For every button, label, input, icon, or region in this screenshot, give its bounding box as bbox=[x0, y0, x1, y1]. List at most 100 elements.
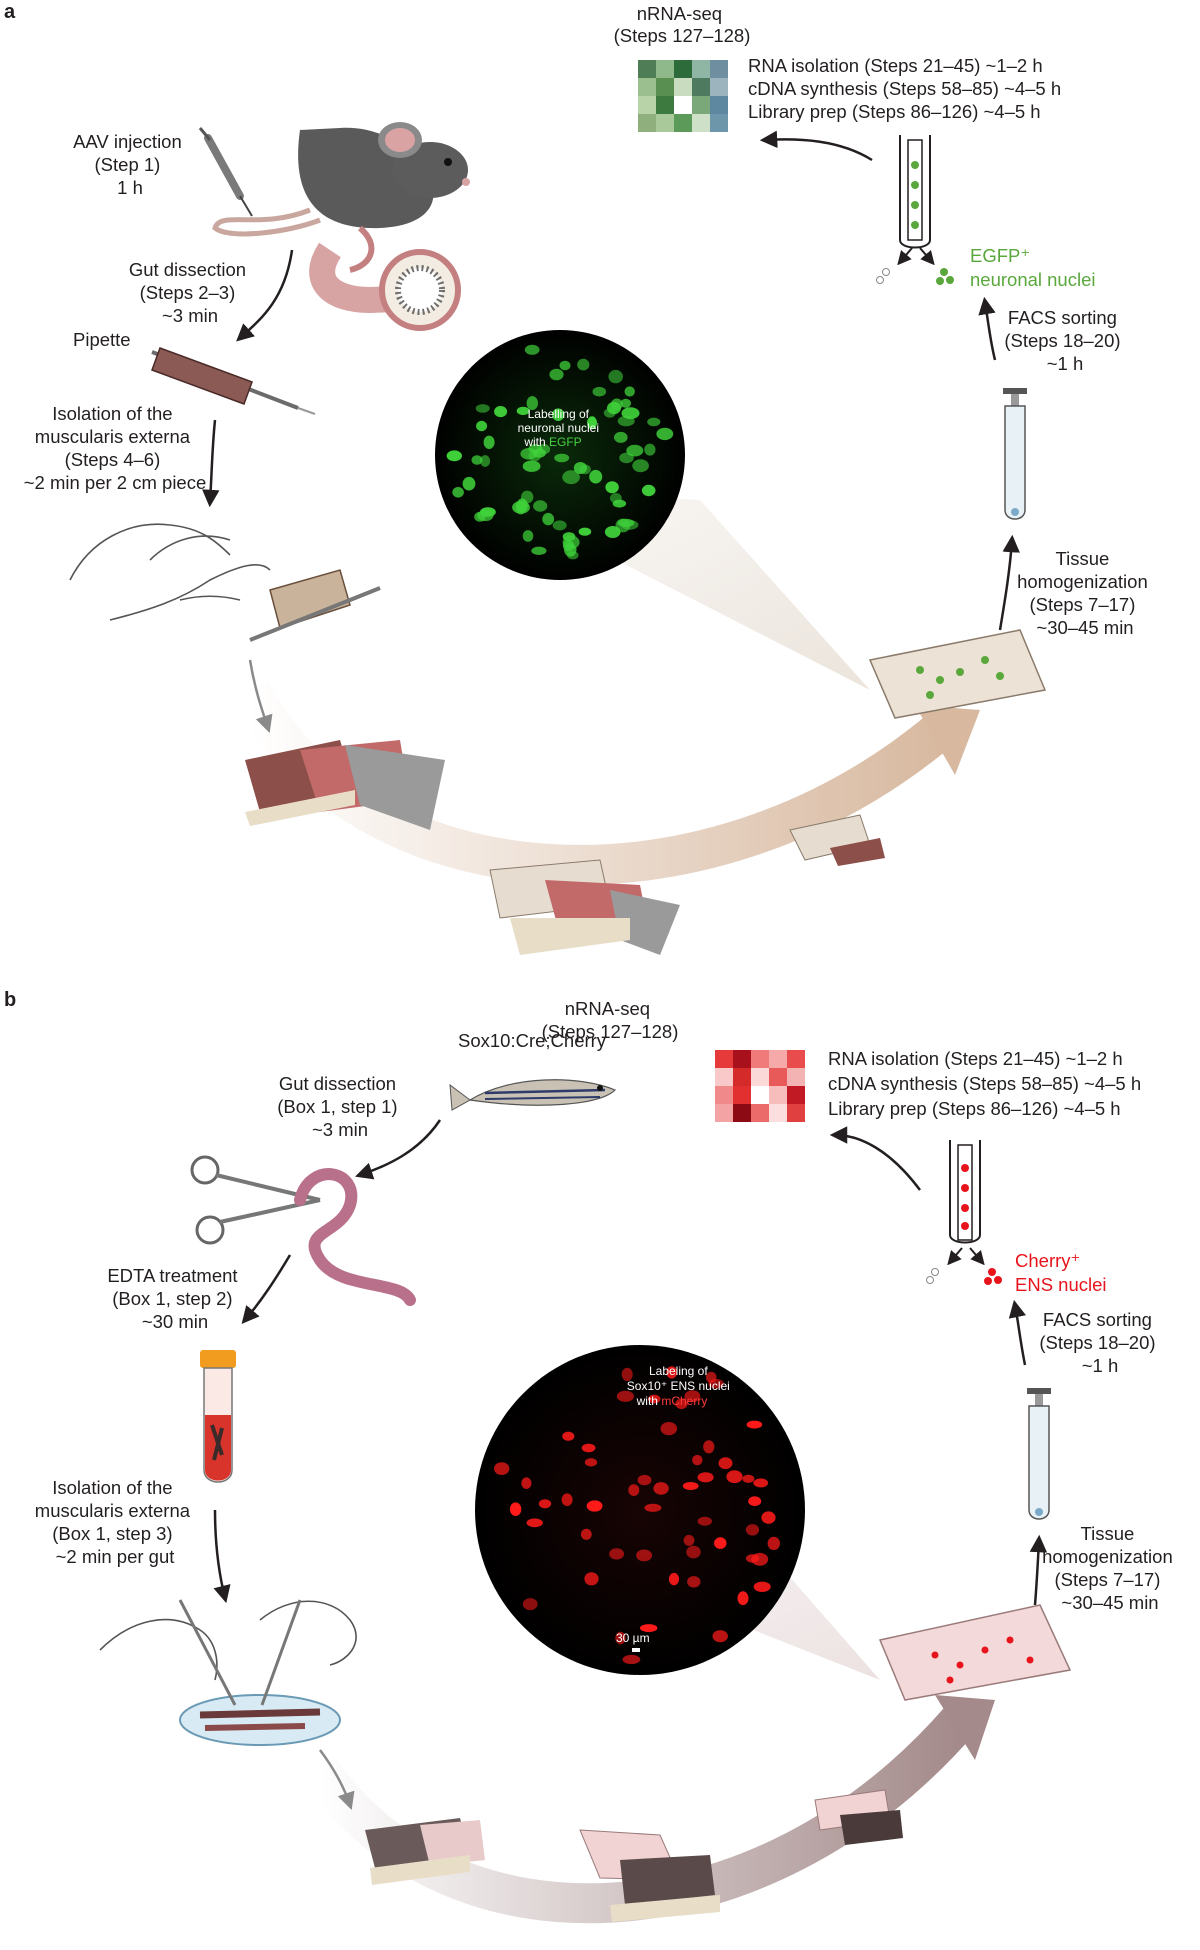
nucleus-cell bbox=[524, 344, 540, 355]
panel-a-tissue-layer-3 bbox=[789, 814, 885, 866]
heatmap-cell bbox=[638, 114, 656, 132]
nucleus-cell bbox=[494, 406, 508, 418]
panel-b-micrograph-label: Labeling of Sox10⁺ ENS nuclei with mCher… bbox=[627, 1364, 733, 1408]
nucleus-cell bbox=[692, 1454, 703, 1466]
heatmap-cell bbox=[787, 1086, 805, 1104]
edta-tube-icon bbox=[200, 1350, 236, 1483]
heatmap-cell bbox=[692, 78, 710, 96]
panel-a-isolation: Isolation of the muscularis externa (Ste… bbox=[24, 403, 207, 493]
panel-b-fish-label: Sox10:Cre;Cherry bbox=[458, 1030, 607, 1051]
nucleus-cell bbox=[579, 464, 591, 475]
nucleus-cell bbox=[686, 1545, 701, 1559]
nucleus-cell bbox=[683, 1534, 695, 1546]
heatmap-cell bbox=[715, 1104, 733, 1122]
heatmap-cell bbox=[638, 96, 656, 114]
panel-b-facs-sorting: FACS sorting (Steps 18–20) ~1 h bbox=[1039, 1309, 1160, 1376]
panel-a-tissue-layer-1 bbox=[245, 740, 445, 830]
nucleus-cell bbox=[726, 1470, 743, 1484]
mouse-icon bbox=[212, 122, 470, 273]
nucleus-cell bbox=[559, 360, 571, 371]
panel-b-isolation: Isolation of the muscularis externa (Box… bbox=[35, 1477, 195, 1567]
nucleus-cell bbox=[637, 1474, 652, 1486]
nucleus-cell bbox=[474, 511, 486, 522]
heatmap-cell bbox=[710, 114, 728, 132]
nucleus-cell bbox=[753, 1478, 769, 1488]
nucleus-cell bbox=[578, 527, 592, 536]
nucleus-cell bbox=[528, 444, 543, 454]
nucleus-cell bbox=[641, 484, 656, 497]
panel-b-rna-steps: RNA isolation (Steps 21–45) ~1–2 h cDNA … bbox=[828, 1048, 1146, 1119]
panel-a-pipette-label: Pipette bbox=[73, 329, 131, 350]
nucleus-cell bbox=[705, 1371, 717, 1383]
panel-b-arrow-dish-to-arc bbox=[318, 1749, 355, 1810]
zebrafish-gut-icon bbox=[294, 1168, 416, 1306]
nucleus-cell bbox=[562, 535, 580, 550]
tissue-strip-icon bbox=[249, 569, 381, 642]
panel-a-arrow-hand-to-arc bbox=[248, 659, 273, 733]
nucleus-cell bbox=[526, 396, 538, 411]
nucleus-cell bbox=[446, 450, 462, 462]
nucleus-cell bbox=[476, 420, 488, 432]
heatmap-cell bbox=[674, 60, 692, 78]
panel-a-rnaseq-title: nRNA-seq (Steps 127–128) bbox=[614, 3, 751, 46]
pipette-icon bbox=[151, 347, 316, 415]
panel-a-arrow-to-tube bbox=[998, 534, 1020, 631]
panel-a-homogenized-tissue bbox=[868, 629, 1047, 719]
nucleus-cell bbox=[682, 1482, 699, 1490]
nucleus-cell bbox=[483, 435, 495, 449]
nucleus-cell bbox=[533, 500, 548, 512]
panel-b-letter: b bbox=[4, 989, 16, 1011]
heatmap-cell bbox=[769, 1050, 787, 1068]
nucleus-cell bbox=[614, 431, 628, 443]
nucleus-cell bbox=[538, 1499, 552, 1509]
heatmap-cell bbox=[674, 96, 692, 114]
heatmap-cell bbox=[656, 60, 674, 78]
nucleus-cell bbox=[666, 1366, 678, 1379]
nucleus-cell bbox=[589, 469, 603, 484]
heatmap-cell bbox=[769, 1068, 787, 1086]
heatmap-cell bbox=[769, 1086, 787, 1104]
heatmap-cell bbox=[674, 78, 692, 96]
nucleus-cell bbox=[624, 386, 635, 397]
heatmap-cell bbox=[751, 1050, 769, 1068]
nucleus-cell bbox=[737, 1591, 749, 1606]
heatmap-cell bbox=[787, 1050, 805, 1068]
heatmap-cell bbox=[715, 1086, 733, 1104]
panel-a-facs-sorting: FACS sorting (Steps 18–20) ~1 h bbox=[1004, 307, 1125, 374]
nucleus-cell bbox=[647, 417, 661, 427]
panel-b-tissue-layer-2 bbox=[579, 1829, 720, 1922]
panel-a-micrograph-label: Labelling of neuronal nuclei with EGFP bbox=[518, 407, 603, 449]
panel-b-arc-head bbox=[935, 1695, 995, 1760]
panel-b-scale-bar-label: 30 µm bbox=[616, 1631, 650, 1645]
syringe-icon bbox=[198, 127, 253, 217]
nucleus-cell bbox=[542, 512, 555, 526]
nucleus-cell bbox=[636, 1549, 653, 1562]
panel-b-arrow-to-tube bbox=[1029, 1534, 1048, 1606]
panel-b-sorter-icon bbox=[926, 1140, 1002, 1285]
heatmap-cell bbox=[710, 78, 728, 96]
nucleus-cell bbox=[626, 444, 644, 457]
nucleus-cell bbox=[745, 1524, 760, 1536]
nucleus-cell bbox=[605, 481, 619, 494]
nucleus-cell bbox=[653, 1482, 669, 1495]
panel-b-heatmap bbox=[715, 1050, 805, 1122]
nucleus-cell bbox=[509, 1502, 522, 1516]
nucleus-cell bbox=[748, 1496, 762, 1507]
nucleus-cell bbox=[552, 408, 565, 422]
nucleus-cell bbox=[562, 1431, 575, 1441]
zebrafish-icon bbox=[449, 1079, 617, 1111]
heatmap-cell bbox=[656, 114, 674, 132]
heatmap-cell bbox=[751, 1104, 769, 1122]
panel-b-tissue-layer-1 bbox=[365, 1818, 485, 1885]
gut-roll-icon bbox=[309, 242, 461, 331]
heatmap-cell bbox=[733, 1104, 751, 1122]
nucleus-cell bbox=[581, 1443, 596, 1453]
heatmap-cell bbox=[733, 1068, 751, 1086]
panel-a-arrow-to-facs bbox=[978, 296, 997, 361]
nucleus-cell bbox=[584, 1458, 598, 1467]
panel-a-letter: a bbox=[4, 1, 16, 23]
heatmap-cell bbox=[733, 1086, 751, 1104]
panel-b-arrow-tube-to-dish bbox=[213, 1509, 231, 1604]
nucleus-cell bbox=[668, 1572, 680, 1586]
panel-b-nuclei-cells bbox=[494, 1366, 780, 1665]
